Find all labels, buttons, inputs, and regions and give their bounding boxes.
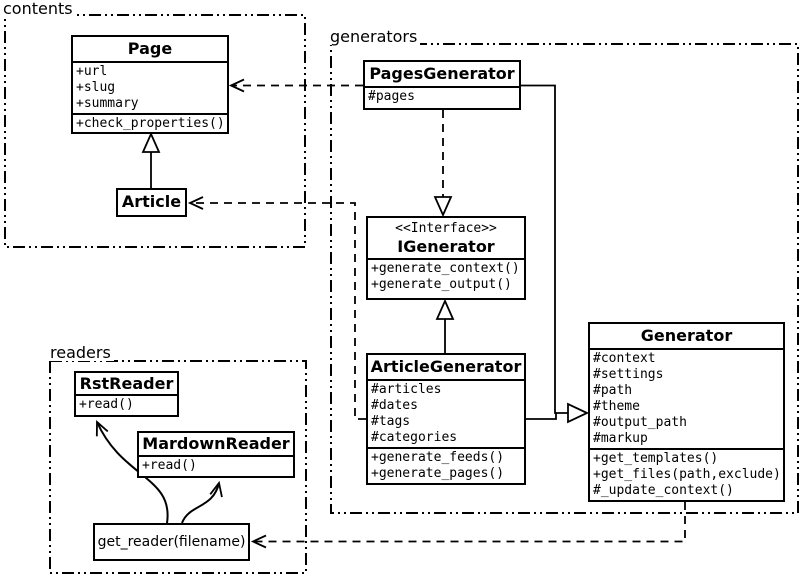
generators-package-border — [330, 43, 799, 514]
edge-pagesgenerator-to-igenerator-realization — [433, 110, 453, 218]
contents-package-border — [4, 14, 306, 248]
class-box-article: Article — [116, 188, 187, 217]
generators-package-label: generators — [329, 28, 421, 45]
method: +get_templates() — [593, 451, 719, 466]
class-box-rstreader: RstReader +read() — [74, 371, 179, 417]
class-page-methods: +check_properties() — [73, 113, 227, 132]
class-generator-name: Generator — [590, 324, 783, 350]
attribute: #output_path — [593, 415, 687, 430]
attribute: +slug — [76, 80, 116, 95]
interface-stereotype: <<Interface>> — [395, 221, 497, 236]
class-mardownreader-name: MardownReader — [139, 433, 293, 457]
class-igenerator-name: IGenerator — [397, 237, 495, 256]
method: +generate_output() — [371, 277, 512, 292]
edge-articlegenerator-to-article-dependency — [187, 196, 366, 420]
class-articlegenerator-attributes: #articles #dates #tags #categories — [368, 381, 524, 447]
attribute: #context — [593, 351, 656, 366]
class-box-page: Page +url +slug +summary +check_properti… — [71, 35, 229, 134]
class-generator-methods: +get_templates() +get_files(path,exclude… — [590, 448, 783, 500]
class-articlegenerator-methods: +generate_feeds() +generate_pages() — [368, 447, 524, 483]
class-articlegenerator-name: ArticleGenerator — [368, 355, 524, 381]
contents-package-label: contents — [2, 0, 76, 17]
attribute: #tags — [371, 414, 411, 429]
class-rstreader-methods: +read() — [76, 396, 177, 414]
class-pagesgenerator-name: PagesGenerator — [365, 62, 519, 88]
class-page-name: Page — [73, 37, 227, 63]
method: +generate_pages() — [371, 466, 505, 481]
method: +get_files(path,exclude) — [593, 467, 781, 482]
get-reader-node: get_reader(filename) — [93, 523, 250, 561]
class-box-igenerator: <<Interface>> IGenerator +generate_conte… — [366, 216, 526, 300]
edge-articlegenerator-to-igenerator-generalization — [435, 298, 455, 353]
attribute: #categories — [371, 430, 458, 445]
edge-article-to-page-generalization — [141, 131, 161, 188]
class-pagesgenerator-attributes: #pages — [365, 88, 519, 106]
readers-package-label: readers — [49, 344, 114, 361]
attribute: +summary — [76, 96, 139, 111]
method: +generate_context() — [371, 261, 520, 276]
method: +check_properties() — [76, 116, 225, 131]
method: #_update_context() — [593, 483, 734, 498]
class-mardownreader-methods: +read() — [139, 457, 293, 475]
attribute: #dates — [371, 398, 418, 413]
method: +read() — [79, 397, 134, 412]
class-article-name: Article — [121, 192, 182, 211]
class-box-mardownreader: MardownReader +read() — [137, 431, 295, 478]
attribute: #settings — [593, 367, 664, 382]
class-igenerator-header: <<Interface>> IGenerator — [368, 218, 524, 260]
readers-package-border — [49, 360, 307, 574]
class-box-generator: Generator #context #settings #path #them… — [588, 322, 785, 502]
attribute: #theme — [593, 399, 640, 414]
class-rstreader-name: RstReader — [76, 373, 177, 396]
edge-getreader-to-mardownreader-call — [181, 480, 223, 524]
class-box-articlegenerator: ArticleGenerator #articles #dates #tags … — [366, 353, 526, 485]
method: +read() — [142, 458, 197, 473]
method: +generate_feeds() — [371, 450, 505, 465]
get-reader-label: get_reader(filename) — [97, 534, 246, 550]
edge-generators-to-generator-generalization — [521, 84, 590, 424]
attribute: +url — [76, 64, 108, 79]
class-box-pagesgenerator: PagesGenerator #pages — [363, 60, 521, 110]
class-page-attributes: +url +slug +summary — [73, 63, 227, 113]
attribute: #pages — [368, 89, 415, 104]
class-igenerator-methods: +generate_context() +generate_output() — [368, 260, 524, 294]
attribute: #path — [593, 383, 633, 398]
class-generator-attributes: #context #settings #path #theme #output_… — [590, 350, 783, 448]
edge-generator-to-getreader-dependency — [250, 502, 686, 549]
attribute: #markup — [593, 431, 648, 446]
attribute: #articles — [371, 382, 442, 397]
